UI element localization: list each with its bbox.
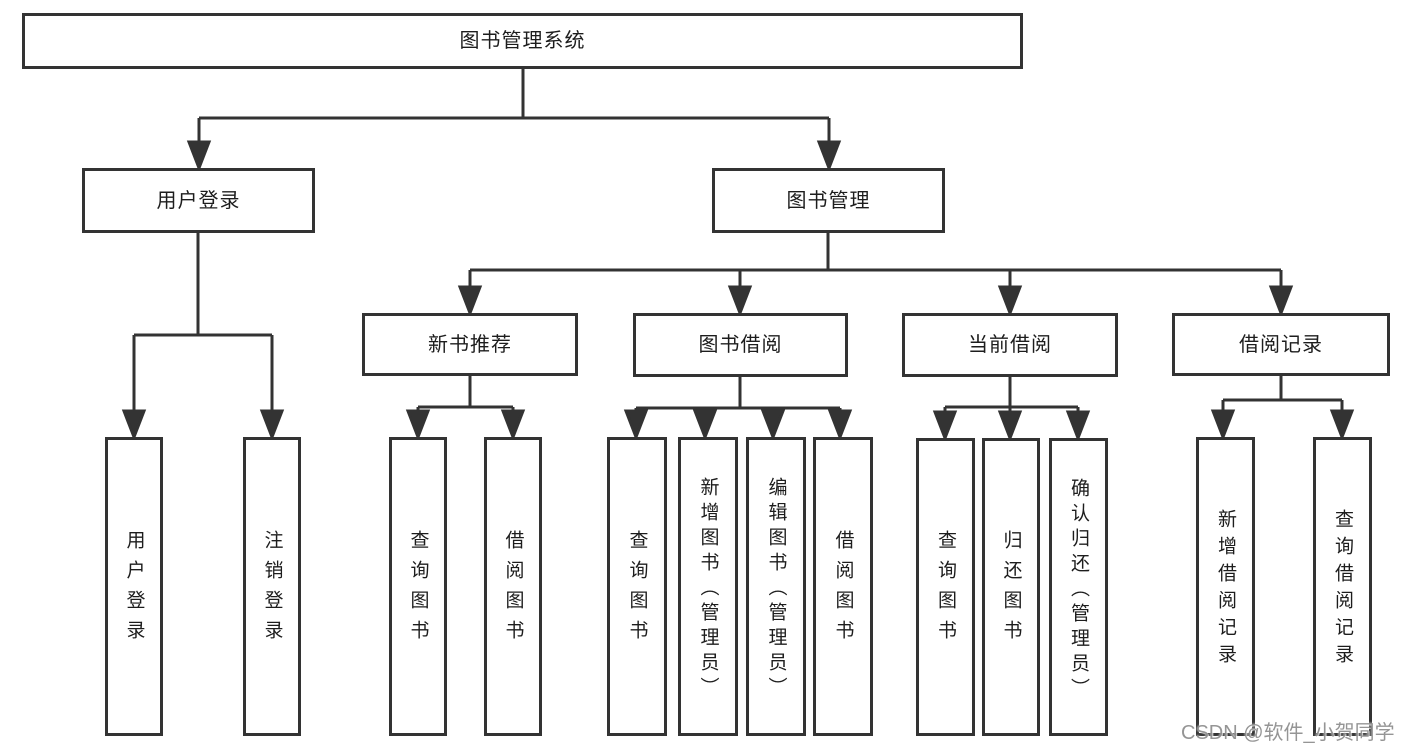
arrowhead bbox=[760, 409, 786, 442]
node-book-borrow: 图书借阅 bbox=[633, 313, 848, 377]
node-label: 新书推荐 bbox=[428, 333, 512, 356]
arrowhead bbox=[692, 409, 718, 442]
node-current-borrow: 当前借阅 bbox=[902, 313, 1118, 377]
node-label: 图书管理系统 bbox=[459, 30, 586, 52]
node-label: 当前借阅 bbox=[968, 334, 1052, 356]
node-borrow-records: 借阅记录 bbox=[1172, 313, 1390, 376]
leaf-label: 查询图书 bbox=[935, 530, 956, 650]
node-label: 图书借阅 bbox=[698, 334, 783, 356]
node-label: 图书管理 bbox=[786, 189, 871, 212]
leaf-label: 查询图书 bbox=[407, 529, 429, 650]
leaf-query-books-borrow: 查询图书 bbox=[607, 437, 667, 736]
arrowhead bbox=[827, 409, 853, 442]
arrowhead bbox=[1268, 285, 1294, 318]
leaf-label: 新增图书（管理员） bbox=[697, 477, 719, 702]
arrowhead bbox=[1210, 409, 1236, 442]
leaf-label: 新增借阅记录 bbox=[1215, 508, 1236, 671]
arrowhead bbox=[997, 285, 1023, 318]
connector-new-book-recommend-to-leaves bbox=[405, 376, 526, 442]
leaf-query-borrow-record: 查询借阅记录 bbox=[1313, 437, 1372, 736]
leaf-label: 编辑图书（管理员） bbox=[765, 477, 787, 702]
arrowhead bbox=[816, 140, 842, 173]
leaf-user-login: 用户登录 bbox=[105, 437, 163, 736]
connector-book-management-to-level3 bbox=[457, 233, 1294, 318]
leaf-edit-book-admin: 编辑图书（管理员） bbox=[746, 437, 806, 736]
arrowhead bbox=[623, 409, 649, 442]
arrowhead bbox=[186, 140, 212, 173]
node-user-login: 用户登录 bbox=[82, 168, 315, 233]
connector-current-borrow-to-leaves bbox=[932, 376, 1091, 443]
leaf-label: 查询图书 bbox=[626, 529, 648, 650]
arrowhead bbox=[405, 409, 431, 442]
leaf-label: 归还图书 bbox=[1000, 530, 1022, 650]
connector-root-to-level2 bbox=[186, 69, 842, 173]
node-label: 借阅记录 bbox=[1239, 333, 1323, 356]
arrowhead bbox=[932, 410, 958, 443]
node-book-management: 图书管理 bbox=[712, 168, 945, 233]
leaf-logout: 注销登录 bbox=[243, 437, 301, 736]
connector-borrow-records-to-leaves bbox=[1210, 376, 1355, 442]
leaf-add-borrow-record: 新增借阅记录 bbox=[1196, 437, 1255, 736]
leaf-borrow-books: 借阅图书 bbox=[813, 437, 873, 736]
connector-user-login-to-leaves bbox=[121, 233, 285, 442]
leaf-query-books-current: 查询图书 bbox=[916, 438, 975, 736]
arrowhead bbox=[727, 285, 753, 318]
arrowhead bbox=[121, 409, 147, 442]
node-library-management-system: 图书管理系统 bbox=[22, 13, 1023, 69]
arrowhead bbox=[457, 285, 483, 318]
leaf-label: 注销登录 bbox=[261, 529, 283, 650]
connector-book-borrow-to-leaves bbox=[623, 376, 853, 442]
leaf-query-books-recommend: 查询图书 bbox=[389, 437, 447, 736]
arrowhead bbox=[997, 410, 1023, 443]
leaf-label: 查询借阅记录 bbox=[1332, 508, 1353, 671]
arrowhead bbox=[259, 409, 285, 442]
csdn-watermark: CSDN @软件_小贺同学 bbox=[1181, 722, 1395, 744]
leaf-borrow-books-recommend: 借阅图书 bbox=[484, 437, 542, 736]
leaf-label: 借阅图书 bbox=[832, 529, 854, 650]
node-new-book-recommend: 新书推荐 bbox=[362, 313, 578, 376]
leaf-add-book-admin: 新增图书（管理员） bbox=[678, 437, 738, 736]
arrowhead bbox=[500, 409, 526, 442]
node-label: 用户登录 bbox=[156, 189, 241, 212]
leaf-label: 用户登录 bbox=[123, 529, 145, 650]
arrowhead bbox=[1329, 409, 1355, 442]
arrowhead bbox=[1065, 410, 1091, 443]
leaf-label: 确认归还（管理员） bbox=[1068, 477, 1089, 703]
leaf-label: 借阅图书 bbox=[502, 529, 524, 650]
leaf-return-books: 归还图书 bbox=[982, 438, 1040, 736]
leaf-confirm-return-admin: 确认归还（管理员） bbox=[1049, 438, 1108, 736]
